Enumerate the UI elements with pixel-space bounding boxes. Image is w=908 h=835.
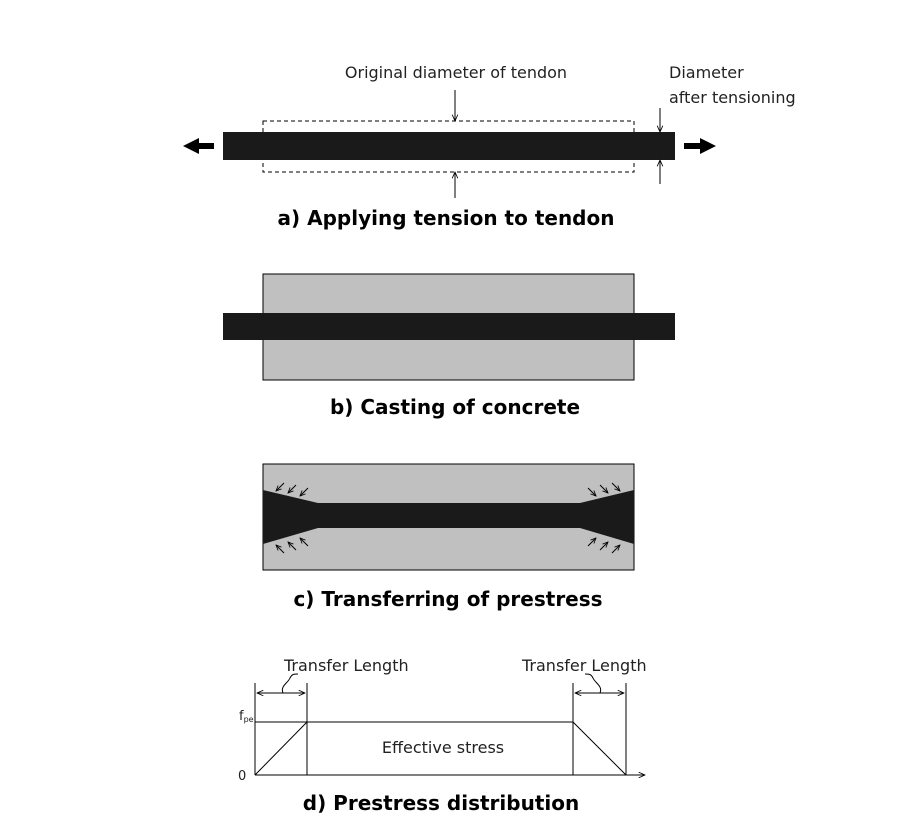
panel-c: c) Transferring of prestress [262,463,635,611]
label-diameter-after-1: Diameter [669,63,744,82]
label-original-diameter: Original diameter of tendon [345,63,567,82]
transfer-length-left-dimension [254,673,308,775]
label-diameter-after-2: after tensioning [669,88,796,107]
caption-d: d) Prestress distribution [303,791,579,815]
y-label-zero: 0 [238,769,246,784]
panel-d: Transfer Length Transfer Length fpe 0 Ef… [238,656,647,815]
caption-a: a) Applying tension to tendon [278,206,615,230]
original-diameter-outline [262,120,635,173]
tensioned-tendon [223,132,675,160]
y-label-fpe: fpe [239,709,254,724]
caption-b: b) Casting of concrete [330,395,580,419]
transfer-length-right-dimension [572,673,627,775]
bond-arrows-left-bottom-icon [276,538,309,554]
panel-a: Original diameter of tendon Diameter aft… [183,63,796,230]
caption-c: c) Transferring of prestress [293,587,602,611]
tendon-in-concrete [223,313,675,340]
panel-b: b) Casting of concrete [223,273,675,419]
bond-arrows-left-top-icon [276,482,309,496]
prestressed-tendon [263,490,634,544]
bond-arrows-right-bottom-icon [587,538,620,554]
label-transfer-length-right: Transfer Length [521,656,647,675]
prestress-profile-line [254,721,627,776]
label-transfer-length-left: Transfer Length [283,656,409,675]
tension-left-arrow-icon [183,138,214,154]
tension-right-arrow-icon [684,138,716,154]
bond-arrows-right-top-icon [587,482,620,496]
label-effective-stress: Effective stress [382,738,504,757]
